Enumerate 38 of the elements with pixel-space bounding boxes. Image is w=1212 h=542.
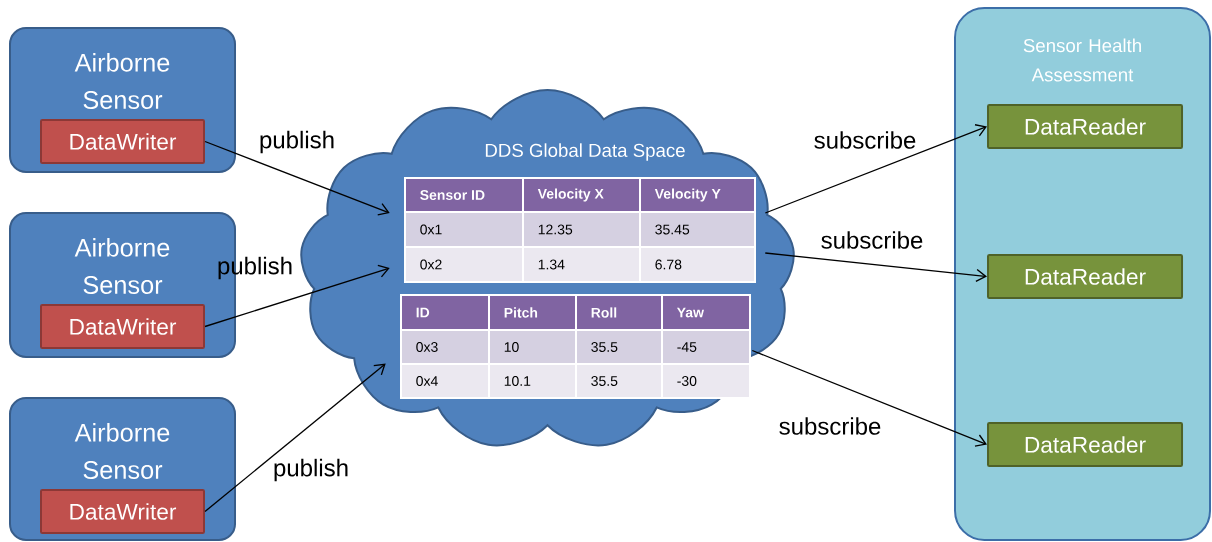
arrow <box>764 252 987 282</box>
table-cell: Sensor ID <box>404 177 524 213</box>
table-cell: 0x3 <box>400 329 490 365</box>
table-cell: 35.5 <box>575 363 663 399</box>
table-cell: 12.35 <box>522 211 641 248</box>
edge-label: subscribe <box>814 131 916 149</box>
table-cell: Pitch <box>488 294 577 331</box>
table-cell: 0x2 <box>404 246 524 283</box>
arrow <box>764 124 987 214</box>
datawriter-box: DataWriter <box>40 304 205 349</box>
table-cell: 0x1 <box>404 211 524 248</box>
table-cell: Yaw <box>661 294 751 331</box>
table-cell: 10 <box>488 329 577 365</box>
datareader-box: DataReader <box>987 104 1183 149</box>
datareader-box: DataReader <box>987 254 1183 299</box>
datawriter-box: DataWriter <box>40 489 205 534</box>
arrow <box>204 264 390 328</box>
table-cell: 6.78 <box>639 246 756 283</box>
datareader-box: DataReader <box>987 422 1183 467</box>
table-cell: 10.1 <box>488 363 577 399</box>
arrow <box>751 349 987 447</box>
table-cell: 1.34 <box>522 246 641 283</box>
data-table <box>404 177 756 283</box>
table-cell: -30 <box>661 363 751 399</box>
arrow <box>204 140 390 216</box>
table-cell: 35.5 <box>575 329 663 365</box>
table-cell: -45 <box>661 329 751 365</box>
arrow <box>204 363 386 513</box>
table-cell: Velocity X <box>522 177 641 213</box>
edge-label: subscribe <box>821 231 923 249</box>
table-cell: ID <box>400 294 490 331</box>
table-cell: 35.45 <box>639 211 756 248</box>
table-cell: Velocity Y <box>639 177 756 213</box>
table-cell: 0x4 <box>400 363 490 399</box>
table-cell: Roll <box>575 294 663 331</box>
data-table <box>400 294 751 399</box>
datawriter-box: DataWriter <box>40 119 205 164</box>
edge-label: publish <box>274 458 348 482</box>
